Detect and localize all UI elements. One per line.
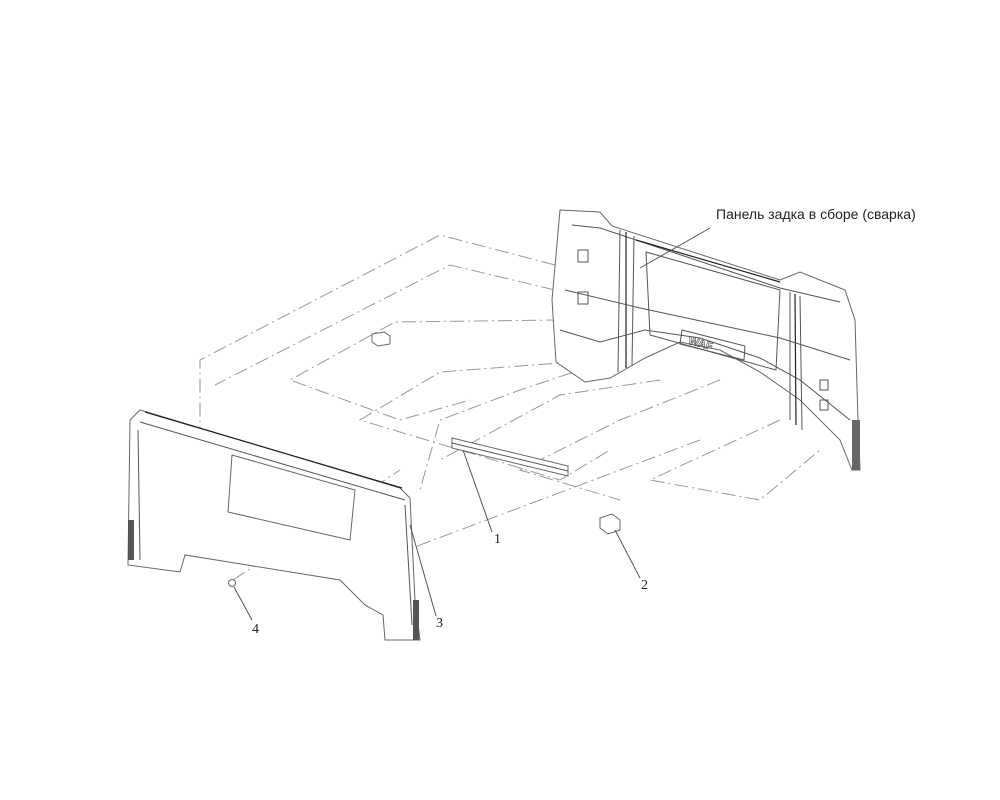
callout-4: 4 xyxy=(252,622,259,637)
callout-1: 1 xyxy=(494,532,501,547)
spacer-block xyxy=(371,331,391,347)
part-2-block xyxy=(599,513,621,535)
part-4-fastener xyxy=(228,579,236,587)
part-1-bar xyxy=(451,437,569,477)
callout-2: 2 xyxy=(641,578,648,593)
leader-lines xyxy=(233,227,711,621)
rear-panel-assembly: WAF xyxy=(551,209,861,471)
inner-panel xyxy=(127,409,421,641)
callout-3: 3 xyxy=(436,616,443,631)
assembly-title-label: Панель задка в сборе (сварка) xyxy=(716,206,916,222)
